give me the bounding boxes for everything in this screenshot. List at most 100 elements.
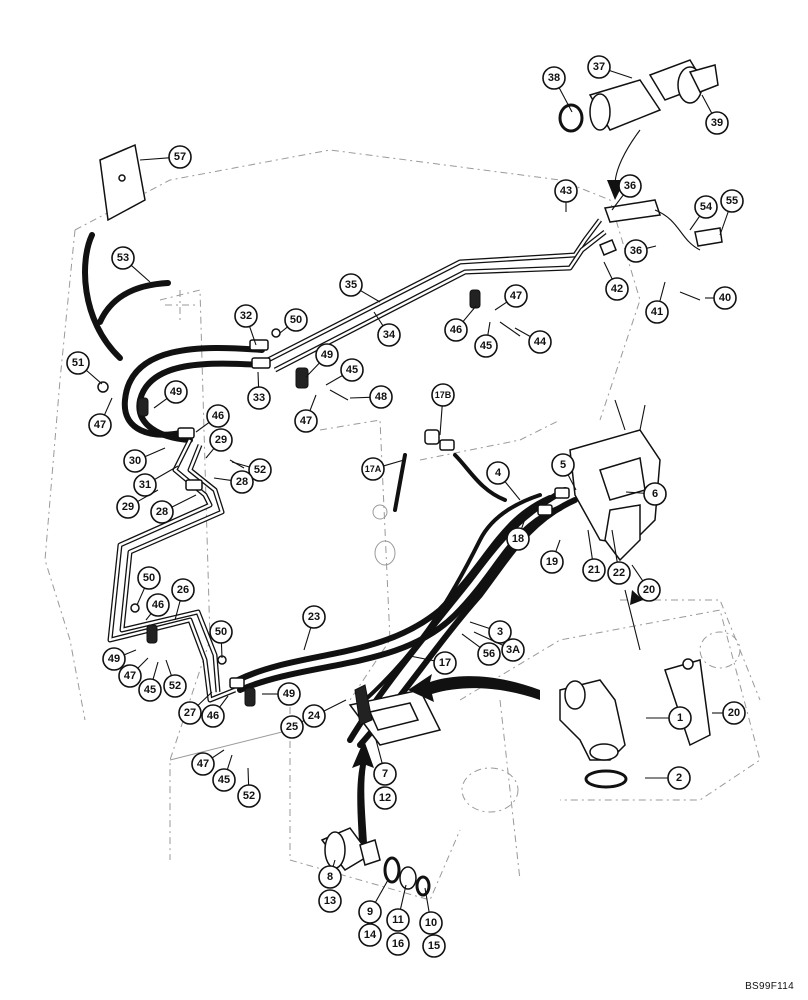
callout-circle — [191, 752, 215, 776]
callout-31: 31 — [133, 473, 157, 497]
callout-circle — [280, 715, 304, 739]
callout-label: 41 — [651, 306, 663, 318]
callout-41: 41 — [645, 300, 669, 324]
direction-arrow — [408, 674, 540, 702]
callout-circle — [643, 482, 667, 506]
callout-label: 24 — [308, 710, 321, 722]
callout-leader-30 — [144, 447, 166, 458]
callout-label: 2 — [676, 772, 682, 784]
callout-leader-17a — [383, 459, 405, 467]
callout-circle — [637, 578, 661, 602]
callout-circle — [605, 277, 629, 301]
callout-label: 47 — [94, 419, 106, 431]
callout-leader-11 — [399, 884, 407, 910]
callout-label: 45 — [144, 684, 156, 696]
callout-circle — [554, 179, 578, 203]
callout-label: 21 — [588, 564, 600, 576]
callout-circle — [209, 428, 233, 452]
callout-28: 28 — [230, 470, 254, 494]
callout-50: 50 — [137, 566, 161, 590]
callout-14: 14 — [358, 923, 382, 947]
callout-52: 52 — [237, 784, 261, 808]
callout-circle — [294, 409, 318, 433]
callout-leader-52 — [165, 659, 172, 676]
adapter-fitting — [320, 827, 431, 897]
callout-circle — [201, 704, 225, 728]
callout-52: 52 — [163, 674, 187, 698]
callout-label: 36 — [624, 180, 636, 192]
callout-leader-36 — [646, 245, 657, 249]
callout-leader-29 — [205, 448, 215, 459]
callout-circle — [277, 682, 301, 706]
mounting-plate — [99, 143, 146, 222]
callout-51: 51 — [66, 351, 90, 375]
callout-label: 17B — [435, 390, 452, 400]
callout-label: 47 — [300, 415, 312, 427]
callout-leader-50 — [279, 326, 288, 334]
callout-1: 1 — [668, 706, 692, 730]
callout-label: 29 — [122, 501, 134, 513]
callout-leader-5 — [567, 474, 577, 491]
callout-label: 53 — [117, 252, 129, 264]
callout-label: 48 — [375, 391, 387, 403]
callout-47: 47 — [118, 664, 142, 688]
callout-circle — [694, 195, 718, 219]
callout-label: 12 — [379, 792, 391, 804]
callout-45: 45 — [340, 358, 364, 382]
callout-leader-24 — [323, 699, 347, 712]
callout-label: 46 — [152, 599, 164, 611]
callout-label: 7 — [382, 768, 388, 780]
callout-circle — [168, 145, 192, 169]
callout-label: 36 — [630, 245, 642, 257]
callout-leader-28 — [213, 477, 232, 481]
callout-label: 52 — [254, 464, 266, 476]
callout-45: 45 — [212, 768, 236, 792]
callout-circle — [318, 889, 342, 913]
callout-circle — [138, 678, 162, 702]
callout-label: 43 — [560, 185, 572, 197]
callout-circle — [230, 470, 254, 494]
callout-label: 55 — [726, 195, 738, 207]
callout-label: 20 — [728, 707, 740, 719]
callout-label: 16 — [392, 938, 404, 950]
callout-49: 49 — [164, 380, 188, 404]
callout-label: 50 — [290, 314, 302, 326]
callout-label: 30 — [129, 455, 141, 467]
callout-leader-46 — [145, 613, 152, 621]
callout-27: 27 — [178, 701, 202, 725]
callout-leader-57 — [139, 157, 170, 161]
callout-circle — [137, 566, 161, 590]
callout-leader-6 — [625, 491, 645, 494]
callout-3a: 3A — [501, 638, 525, 662]
callout-circle — [212, 768, 236, 792]
leader-20 — [624, 589, 641, 651]
callout-circle — [339, 273, 363, 297]
callout-26: 26 — [171, 578, 195, 602]
callout-12: 12 — [373, 786, 397, 810]
callout-circle — [477, 642, 501, 666]
callout-label: 35 — [345, 279, 357, 291]
callout-circle — [667, 766, 691, 790]
callout-leader-37 — [609, 69, 633, 79]
callout-leader-50 — [136, 587, 146, 606]
callout-circle — [587, 55, 611, 79]
callout-49: 49 — [277, 682, 301, 706]
callout-47: 47 — [191, 752, 215, 776]
callout-leader-53 — [130, 264, 151, 283]
callout-38: 38 — [542, 66, 566, 90]
callout-label: 46 — [207, 710, 219, 722]
callout-label: 9 — [367, 906, 373, 918]
callout-34: 34 — [377, 323, 401, 347]
callout-label: 4 — [495, 467, 502, 479]
callout-20: 20 — [722, 701, 746, 725]
callout-21: 21 — [582, 558, 606, 582]
callout-label: 1 — [677, 712, 683, 724]
callout-circle — [624, 239, 648, 263]
callout-leader-48 — [349, 396, 371, 399]
callout-label: 45 — [218, 774, 230, 786]
callout-label: 3A — [506, 644, 520, 656]
callout-20: 20 — [637, 578, 661, 602]
callout-label: 49 — [108, 653, 120, 665]
callout-label: 17 — [439, 657, 451, 669]
callout-label: 45 — [480, 340, 492, 352]
